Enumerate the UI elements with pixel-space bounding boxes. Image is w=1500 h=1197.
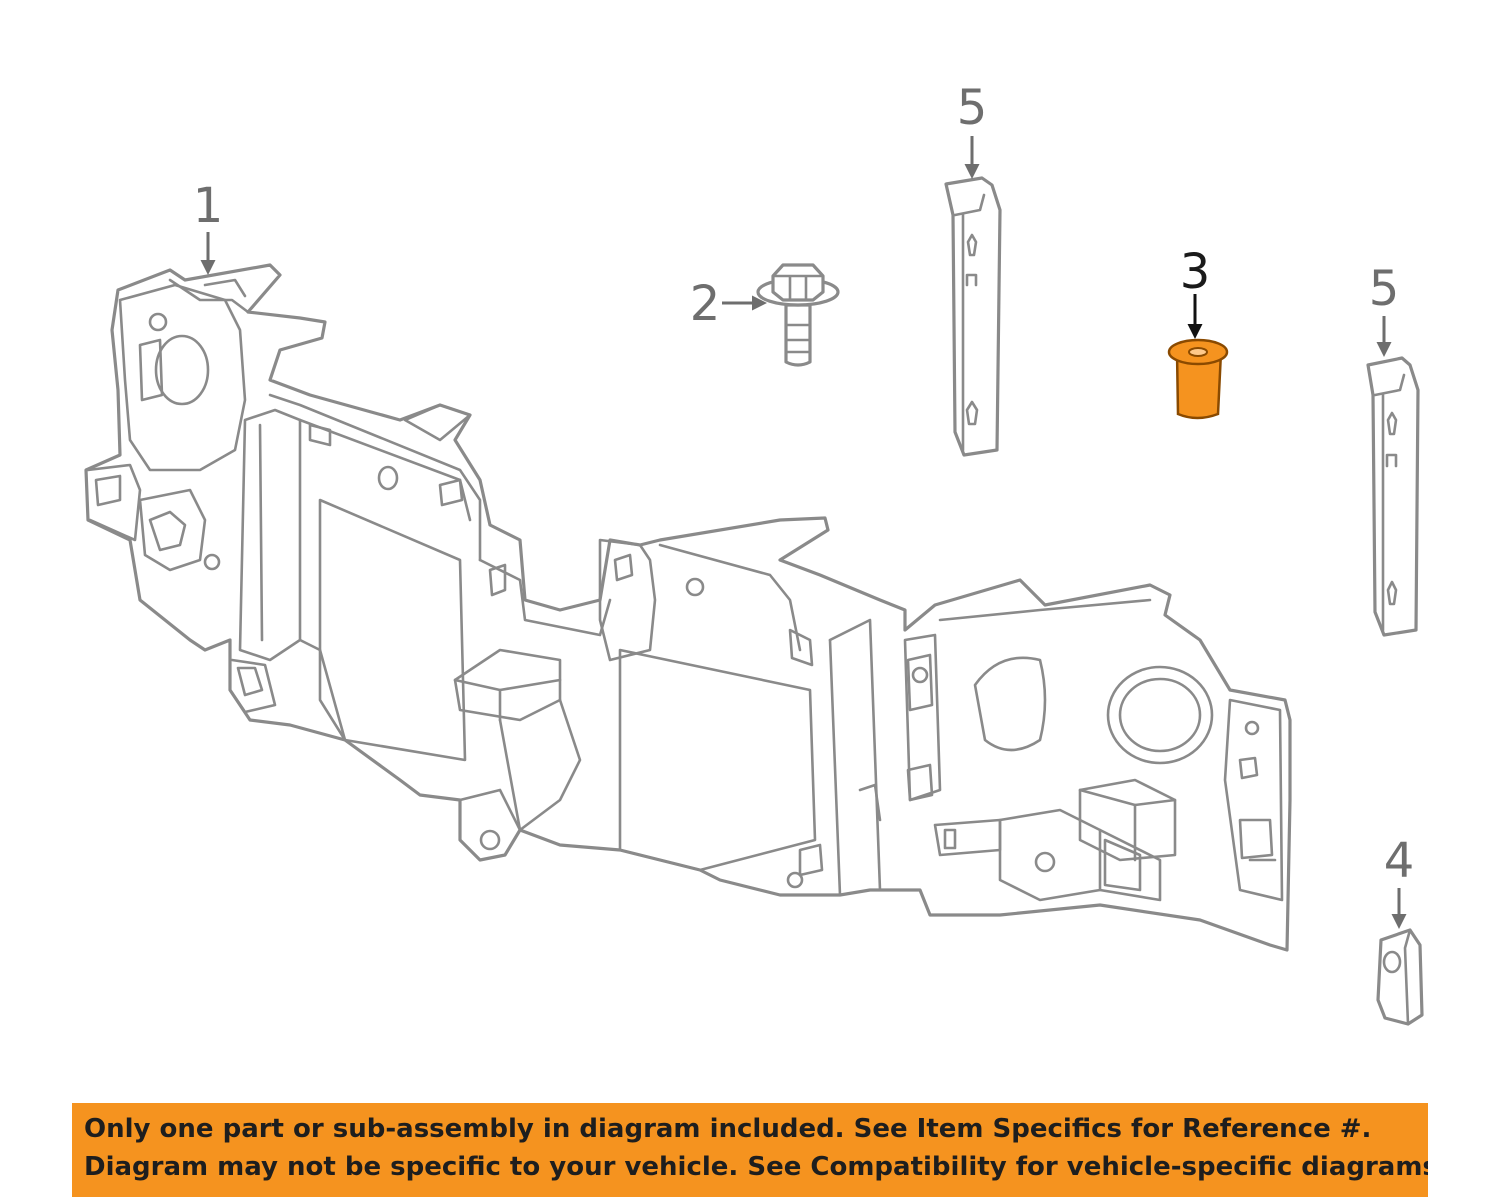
clip-part-4	[1376, 928, 1424, 1026]
callout-2: 2	[690, 276, 767, 332]
radiator-support-part-1	[84, 263, 1292, 952]
callout-3: 3	[1180, 244, 1211, 339]
callout-5-right: 5	[1369, 261, 1400, 357]
disclaimer-banner: Only one part or sub-assembly in diagram…	[72, 1103, 1428, 1197]
svg-text:5: 5	[957, 80, 988, 136]
bolt-part-2	[756, 263, 840, 367]
callout-5-left: 5	[957, 80, 988, 179]
disclaimer-line-1: Only one part or sub-assembly in diagram…	[84, 1114, 1372, 1144]
svg-text:5: 5	[1369, 261, 1400, 317]
svg-text:4: 4	[1384, 833, 1415, 889]
svg-text:1: 1	[193, 178, 224, 234]
bushing-part-3	[1167, 338, 1229, 420]
svg-text:3: 3	[1180, 244, 1211, 300]
bracket-strap-part-5-left	[944, 176, 1002, 457]
disclaimer-line-2: Diagram may not be specific to your vehi…	[84, 1152, 1428, 1182]
svg-text:2: 2	[690, 276, 721, 332]
callout-1: 1	[193, 178, 224, 275]
callout-4: 4	[1384, 833, 1415, 929]
bracket-strap-part-5-right	[1366, 356, 1420, 637]
